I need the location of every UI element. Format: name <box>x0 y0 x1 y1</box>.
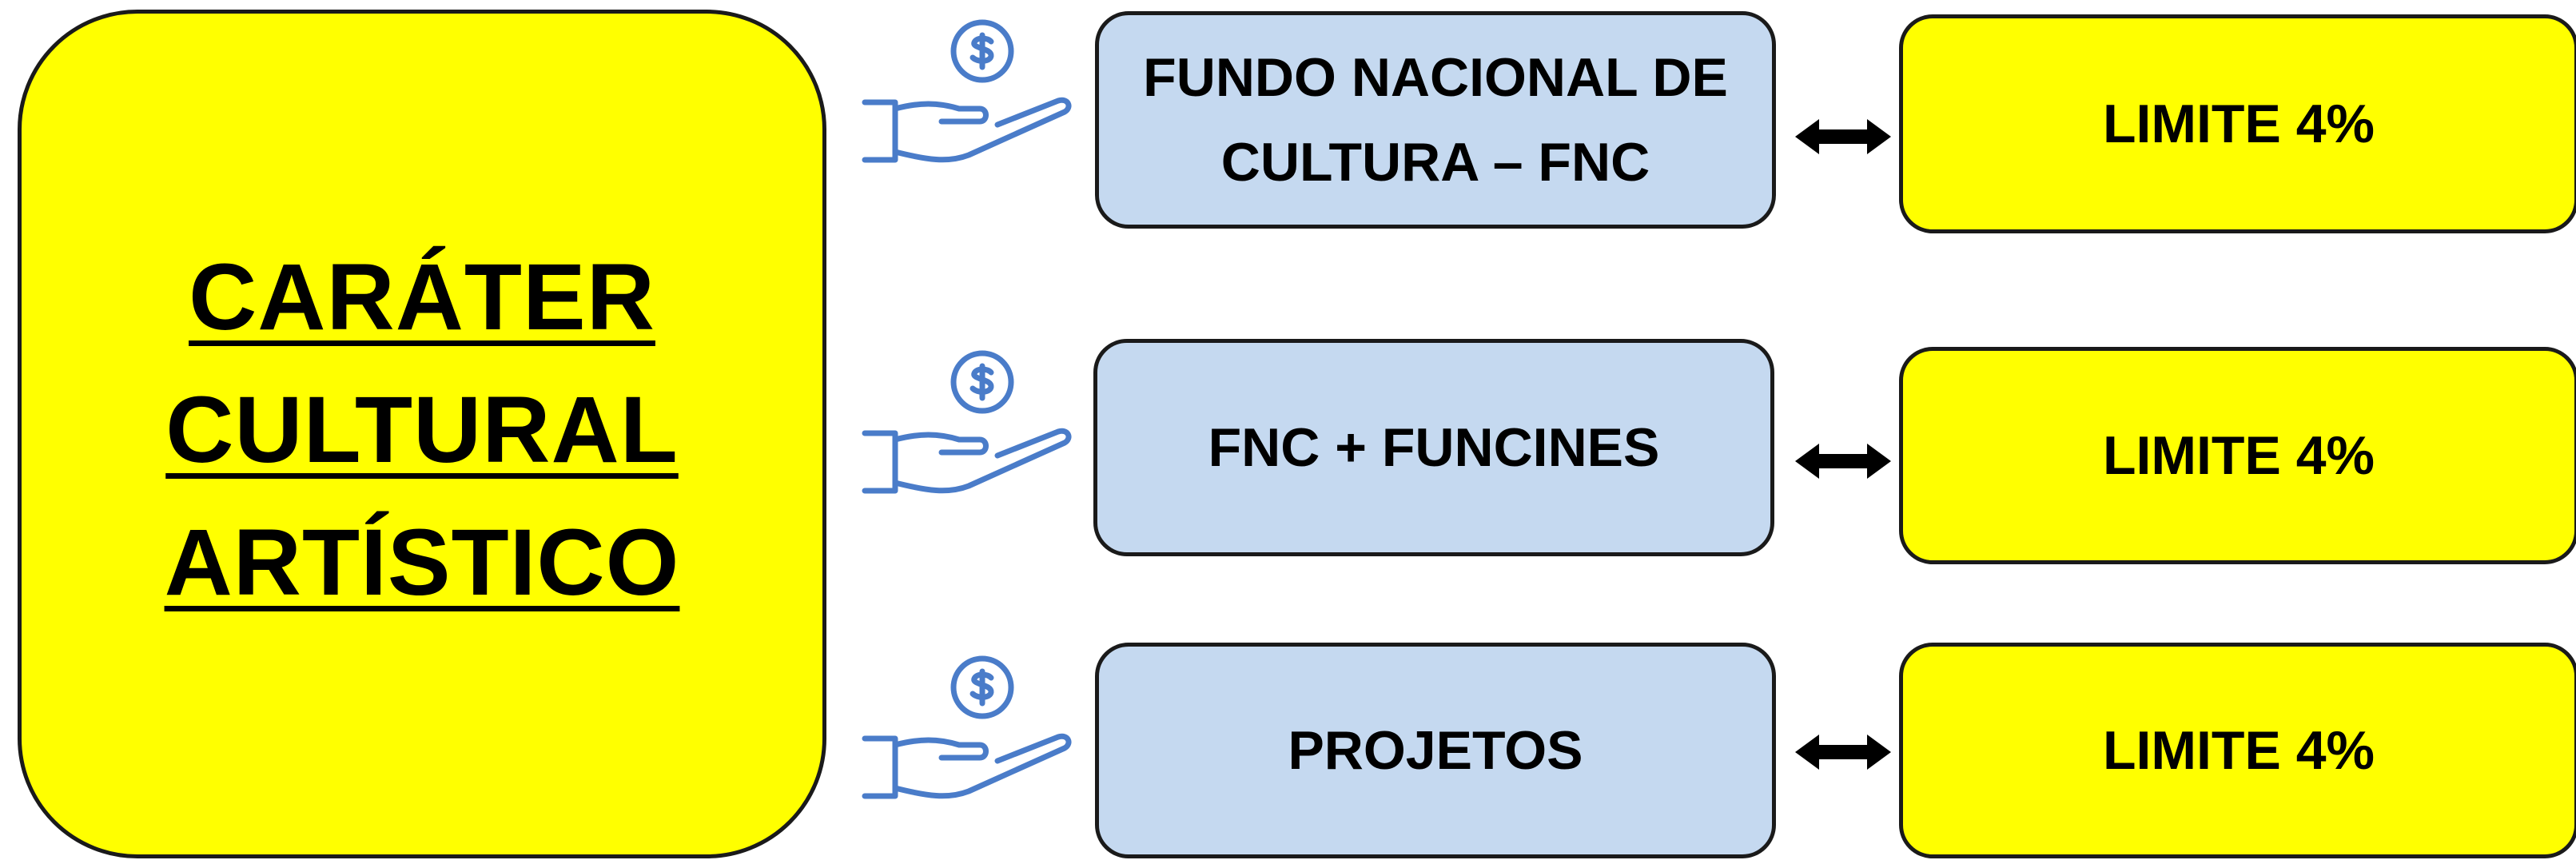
funding-source-label: FNC + FUNCINES <box>1208 417 1660 478</box>
main-category-box: CARÁTER CULTURAL ARTÍSTICO <box>18 10 826 858</box>
main-category-title: CARÁTER CULTURAL ARTÍSTICO <box>165 231 680 629</box>
limit-label: LIMITE 4% <box>2102 720 2375 781</box>
funding-source-label: CULTURA – FNC <box>1220 132 1650 193</box>
limit-label: LIMITE 4% <box>2102 94 2375 154</box>
hand-money-icon <box>862 19 1072 163</box>
funding-source-box: FNC + FUNCINES <box>1093 339 1774 556</box>
hand-money-icon <box>862 350 1072 494</box>
double-arrow-icon <box>1795 735 1891 770</box>
double-arrow-icon <box>1795 444 1891 479</box>
main-title-line: ARTÍSTICO <box>164 510 680 615</box>
limit-label: LIMITE 4% <box>2102 425 2375 486</box>
funding-source-box: PROJETOS <box>1095 643 1776 858</box>
funding-source-label: FUNDO NACIONAL DE <box>1143 47 1728 108</box>
limit-box: LIMITE 4% <box>1899 643 2576 858</box>
double-arrow-icon <box>1795 119 1891 154</box>
hand-money-icon <box>862 655 1072 799</box>
main-title-line: CULTURAL <box>165 377 679 483</box>
limit-box: LIMITE 4% <box>1899 14 2576 233</box>
funding-source-label: PROJETOS <box>1288 720 1583 781</box>
funding-source-box: FUNDO NACIONAL DE CULTURA – FNC <box>1095 11 1776 229</box>
limit-box: LIMITE 4% <box>1899 347 2576 564</box>
main-title-line: CARÁTER <box>189 245 655 350</box>
